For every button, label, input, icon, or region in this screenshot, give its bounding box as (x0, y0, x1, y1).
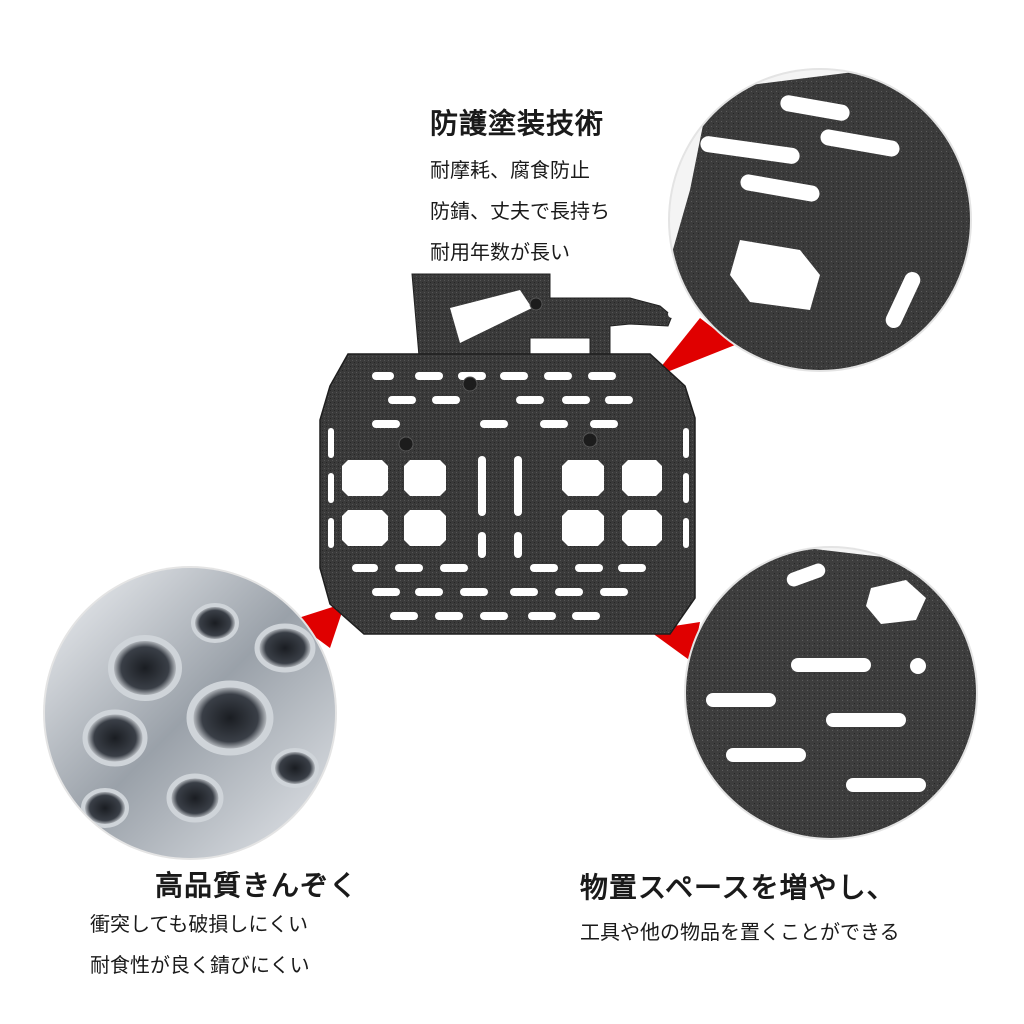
slot-row-bottom (352, 564, 646, 620)
quality-title-text: 高品質きんぞく (155, 869, 359, 902)
slot-sides (328, 428, 689, 548)
metal-tubes-image (45, 568, 335, 858)
coating-line-1: 耐摩耗、腐食防止 (430, 158, 590, 182)
coating-closeup-image (670, 70, 970, 370)
quality-line-2: 耐食性が良く錆びにくい (90, 953, 310, 977)
square-cutouts (342, 456, 662, 558)
coating-line-3: 耐用年数が長い (430, 240, 570, 264)
quality-feature-lines: 衝突しても破損しにくい 耐食性が良く錆びにくい (90, 908, 310, 978)
storage-feature: 物置スペースを増やし、 工具や他の物品を置くことができる (580, 866, 900, 945)
slotted-plate-closeup-image (686, 548, 976, 838)
zoom-coating (670, 70, 970, 370)
pointer-left (292, 603, 345, 648)
coating-feature: 防護塗装技術 耐摩耗、腐食防止 防錆、丈夫で長持ち 耐用年数が長い (430, 102, 610, 265)
coating-line-2: 防錆、丈夫で長持ち (430, 199, 610, 223)
zoom-metal (45, 568, 335, 858)
mounting-bracket (411, 273, 673, 369)
quality-line-1: 衝突しても破損しにくい (90, 912, 308, 936)
slot-row-top (372, 372, 633, 428)
quality-title: 高品質きんぞく (155, 864, 358, 904)
storage-title: 物置スペースを増やし、 (580, 871, 896, 904)
storage-line-1: 工具や他の物品を置くことができる (580, 920, 900, 944)
pointer-top-right (652, 318, 735, 378)
zoom-storage (686, 548, 976, 838)
product-plate (319, 273, 696, 635)
bolt-heads (398, 297, 598, 452)
coating-title: 防護塗装技術 (430, 107, 605, 140)
